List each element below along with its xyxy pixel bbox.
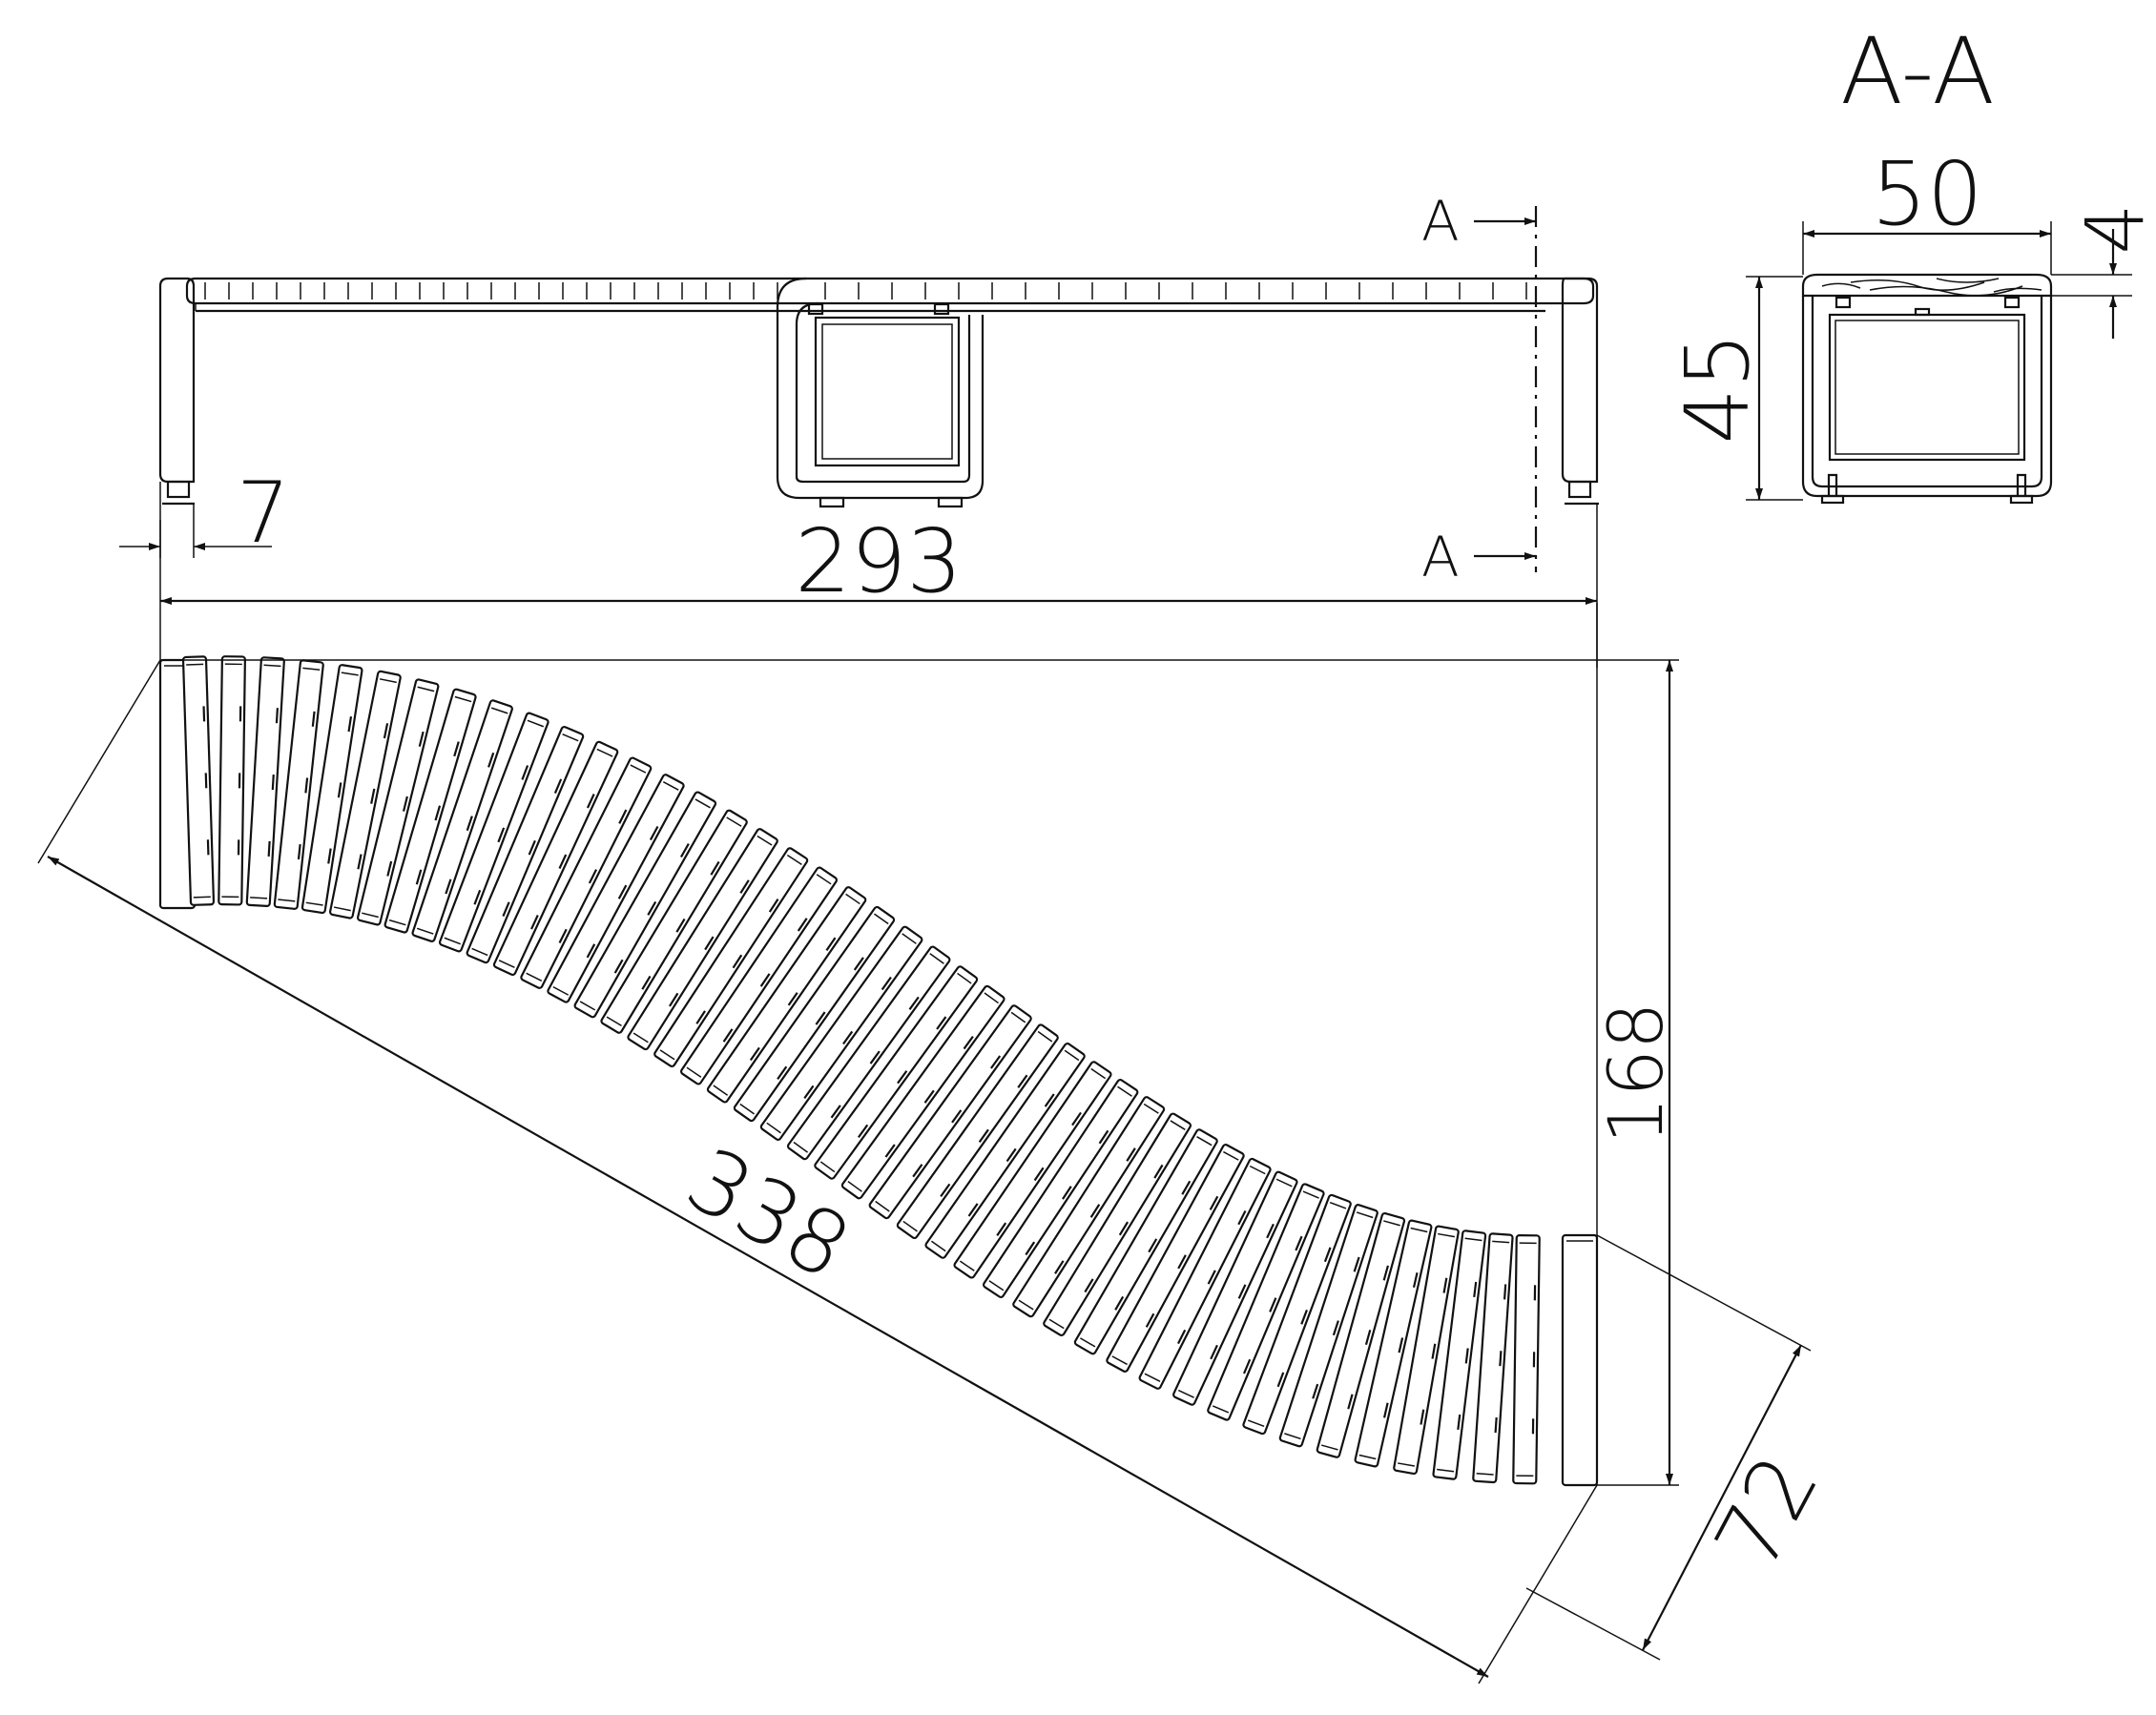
overall-length-dimension: 293	[795, 510, 963, 612]
side-slats	[204, 282, 1527, 300]
right-leg-foot	[1567, 480, 1592, 499]
cut-mark-lower: A	[1421, 525, 1460, 589]
section-inner-box	[1828, 313, 2026, 462]
center-support-box	[814, 316, 961, 467]
plan-right-end-cap	[1561, 1233, 1599, 1487]
cut-mark-upper: A	[1421, 189, 1460, 254]
section-seat-board	[1801, 273, 2053, 298]
seat-thickness-dimension: 4	[2068, 203, 2156, 254]
section-title: A-A	[1840, 18, 1995, 125]
section-height-dimension: 45	[1667, 332, 1769, 444]
plan-depth-dimension: 168	[1594, 1002, 1680, 1145]
plan-slat	[1512, 1233, 1541, 1485]
section-frame-outer	[1801, 296, 2053, 498]
section-width-dimension: 50	[1871, 143, 1982, 245]
center-support-outer	[776, 277, 985, 500]
seat-width-dimension: 72	[1695, 1438, 1837, 1585]
left-leg	[158, 277, 196, 484]
plan-slats	[181, 655, 1541, 1485]
right-leg	[1561, 277, 1599, 484]
left-leg-foot	[166, 480, 191, 499]
section-view-a-a: A-A 50 45	[1667, 18, 2156, 505]
plan-view: 168 338 72	[37, 603, 1838, 1684]
side-elevation-view: A A 7 293	[119, 189, 1599, 668]
wood-grain	[1821, 278, 2042, 297]
leg-offset-dimension: 7	[237, 464, 290, 562]
plan-slat	[218, 655, 246, 906]
